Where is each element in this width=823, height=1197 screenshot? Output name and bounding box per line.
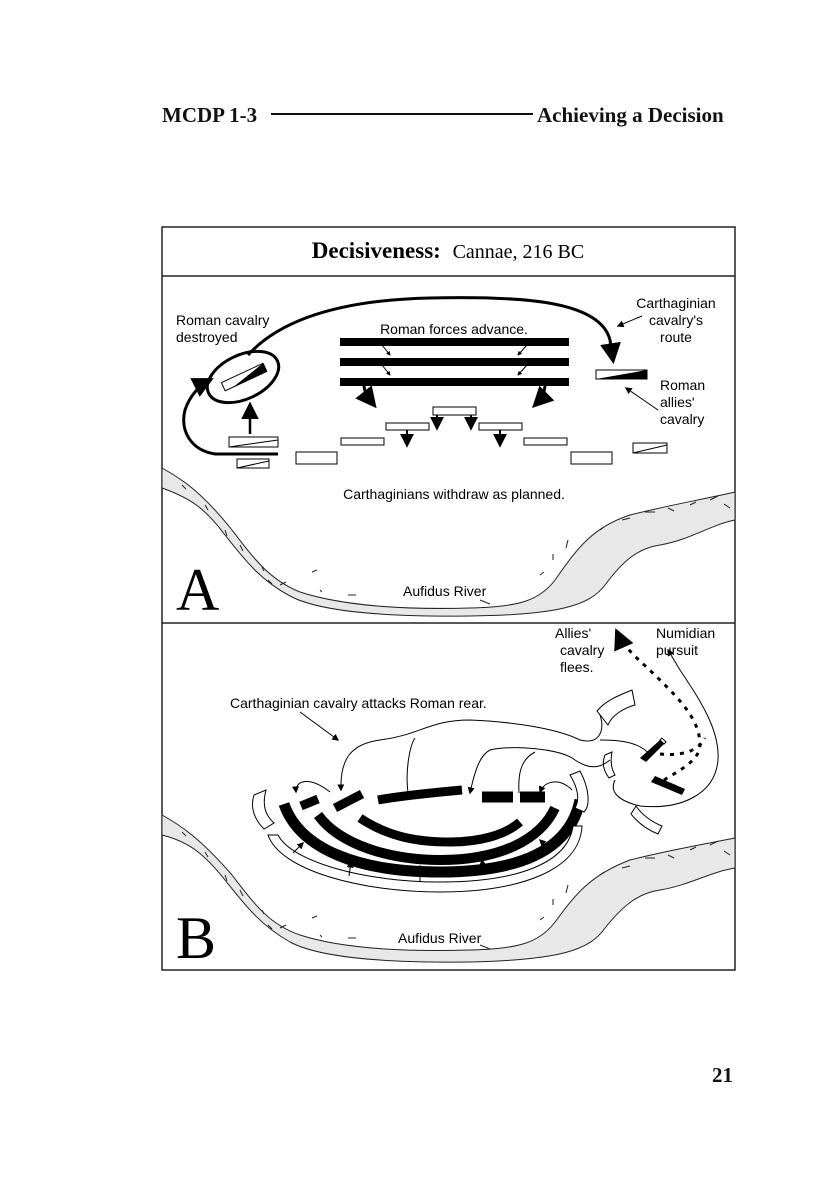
roman-flank-arrows	[355, 385, 555, 409]
carthaginian-inward-arrows	[292, 839, 551, 882]
panel-b: Aufidus River B	[161, 625, 736, 971]
roman-allies-label-3: cavalry	[660, 411, 704, 427]
roman-allies-label-2: allies'	[660, 394, 695, 410]
river-b	[161, 814, 736, 963]
flank-blocks	[251, 689, 663, 835]
chapter-header: Achieving a Decision	[537, 103, 724, 127]
header-rule	[271, 113, 533, 115]
numidian-label-2: pursuit	[656, 642, 698, 658]
roman-allies-pointer	[624, 387, 659, 411]
panel-a: Aufidus River A Roman forces advance.	[161, 295, 736, 623]
carthaginian-outer-crescent	[267, 825, 583, 893]
figure-title-bold: Decisiveness:	[312, 238, 441, 263]
allies-flee-label-1: Allies'	[555, 625, 591, 641]
river-a	[161, 467, 736, 617]
panel-b-letter: B	[176, 905, 216, 971]
allies-flee-label-3: flees.	[560, 659, 593, 675]
panel-a-letter: A	[176, 557, 219, 623]
roman-allies-label-1: Roman	[660, 377, 705, 393]
river-a-current-marks	[181, 484, 731, 605]
publication-header: MCDP 1-3	[162, 103, 258, 127]
attack-rear-pointer	[299, 711, 340, 741]
roman-line-1	[340, 338, 569, 346]
roman-encircled-lines	[278, 785, 586, 878]
attack-rear-label: Carthaginian cavalry attacks Roman rear.	[230, 695, 487, 711]
roman-cavalry-left	[228, 436, 279, 469]
roman-cavalry-destroyed-label-2: destroyed	[176, 329, 237, 345]
river-a-label: Aufidus River	[403, 583, 487, 599]
roman-line-2	[340, 358, 569, 366]
numidian-pursuit-path	[614, 628, 702, 782]
roman-allies-cavalry-block	[595, 369, 648, 380]
destroyed-cavalry-block	[220, 362, 268, 392]
carthaginian-route-label-1: Carthaginian	[636, 295, 715, 311]
withdraw-label: Carthaginians withdraw as planned.	[343, 486, 565, 502]
figure-title: Decisiveness: Cannae, 216 BC	[312, 238, 584, 263]
page-number: 21	[712, 1063, 733, 1087]
river-b-label: Aufidus River	[398, 930, 482, 946]
carthaginian-blocks	[295, 406, 613, 465]
roman-allies-cavalry-block-2	[632, 442, 668, 454]
carthaginian-withdraw-arrows	[400, 415, 507, 448]
roman-cavalry-destroyed-label-1: Roman cavalry	[176, 312, 269, 328]
carthaginian-cavalry-route-top	[246, 296, 621, 365]
allies-flee-label-2: cavalry	[560, 642, 604, 658]
numidian-label-1: Numidian	[656, 625, 715, 641]
carthaginian-route-label-2: cavalry's	[649, 312, 703, 328]
roman-line-3	[340, 378, 569, 386]
fleeing-cavalry-blocks	[640, 737, 685, 795]
carthaginian-cavalry-route-left	[182, 378, 278, 456]
river-b-current-marks	[181, 831, 731, 950]
roman-line-arrows	[381, 344, 528, 376]
roman-forces-label: Roman forces advance.	[380, 321, 528, 337]
carthaginian-attack-arrows	[292, 648, 719, 808]
carthaginian-route-label-3: route	[660, 329, 692, 345]
figure-title-rest: Cannae, 216 BC	[453, 241, 585, 263]
carthaginian-route-pointer	[616, 315, 643, 328]
